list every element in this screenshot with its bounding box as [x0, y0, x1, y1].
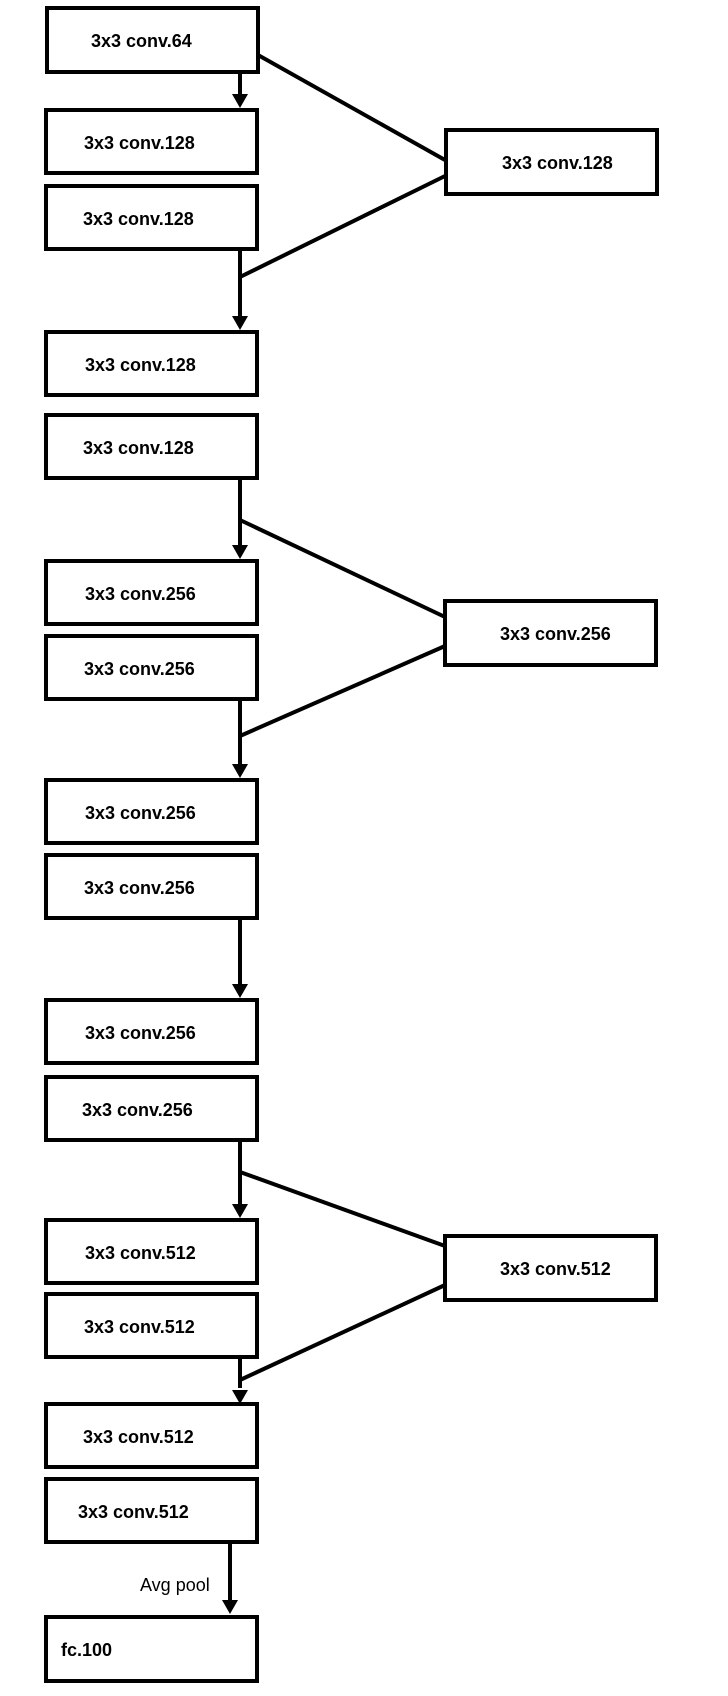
node-fc100: fc.100 [44, 1615, 259, 1683]
node-label: 3x3 conv.128 [84, 133, 195, 153]
node-conv256-b: 3x3 conv.256 [44, 634, 259, 701]
edge-label-avg-pool: Avg pool [140, 1575, 210, 1595]
node-conv64: 3x3 conv.64 [45, 6, 260, 74]
node-conv512-d: 3x3 conv.512 [44, 1477, 259, 1544]
edge-conv512-b-to-conv512-c [232, 1357, 248, 1404]
node-label: 3x3 conv.256 [85, 803, 196, 823]
edge-conv256-b-to-conv256-c [232, 699, 248, 778]
node-label: 3x3 conv.256 [84, 659, 195, 679]
node-conv512-c: 3x3 conv.512 [44, 1402, 259, 1469]
edge-conv512-d-to-fc100: Avg pool [140, 1543, 238, 1614]
node-label: 3x3 conv.512 [500, 1259, 611, 1279]
node-conv128-c: 3x3 conv.128 [44, 330, 259, 397]
node-label: 3x3 conv.128 [85, 355, 196, 375]
node-label: 3x3 conv.256 [84, 878, 195, 898]
node-label: 3x3 conv.256 [85, 1023, 196, 1043]
node-label: 3x3 conv.512 [84, 1317, 195, 1337]
edge-conv64-to-conv128-a [232, 72, 248, 108]
node-conv128-b: 3x3 conv.128 [44, 184, 259, 251]
edge-conv128-d-to-conv256-skip [239, 518, 446, 619]
nodes: 3x3 conv.64 3x3 conv.128 3x3 conv.128 3x… [44, 6, 659, 1683]
edge-conv256-f-to-conv512-skip [239, 1170, 446, 1248]
node-label: 3x3 conv.512 [78, 1502, 189, 1522]
node-label: 3x3 conv.128 [83, 438, 194, 458]
node-conv256-f: 3x3 conv.256 [44, 1075, 259, 1142]
node-label: 3x3 conv.128 [502, 153, 613, 173]
node-conv256-c: 3x3 conv.256 [44, 778, 259, 845]
node-conv512-b: 3x3 conv.512 [44, 1292, 259, 1359]
edge-conv512-skip-to-conv512-c [239, 1283, 446, 1382]
edge-conv256-skip-to-conv256-c [239, 644, 446, 738]
node-label: 3x3 conv.128 [83, 209, 194, 229]
edge-conv128-b-to-conv128-c [232, 249, 248, 330]
node-conv256-a: 3x3 conv.256 [44, 559, 259, 626]
node-conv128-d: 3x3 conv.128 [44, 413, 259, 480]
edge-conv256-f-to-conv512-a [232, 1138, 248, 1218]
node-conv512-a: 3x3 conv.512 [44, 1218, 259, 1285]
node-label: 3x3 conv.512 [85, 1243, 196, 1263]
node-label: 3x3 conv.256 [82, 1100, 193, 1120]
node-conv512-skip: 3x3 conv.512 [443, 1234, 658, 1302]
node-conv128-skip: 3x3 conv.128 [444, 128, 659, 196]
node-label: 3x3 conv.512 [83, 1427, 194, 1447]
node-conv256-skip: 3x3 conv.256 [443, 599, 658, 667]
node-label: fc.100 [61, 1640, 112, 1660]
edge-conv128-skip-to-conv128-c [239, 174, 446, 279]
node-label: 3x3 conv.64 [91, 31, 192, 51]
edge-conv256-d-to-conv256-e [232, 918, 248, 998]
edge-conv128-d-to-conv256-a [232, 478, 248, 559]
edges: Avg pool [140, 53, 446, 1614]
node-conv256-e: 3x3 conv.256 [44, 998, 259, 1065]
node-label: 3x3 conv.256 [85, 584, 196, 604]
node-label: 3x3 conv.256 [500, 624, 611, 644]
node-conv128-a: 3x3 conv.128 [44, 108, 259, 175]
edge-conv64-to-conv128-skip [257, 53, 446, 162]
node-conv256-d: 3x3 conv.256 [44, 853, 259, 920]
